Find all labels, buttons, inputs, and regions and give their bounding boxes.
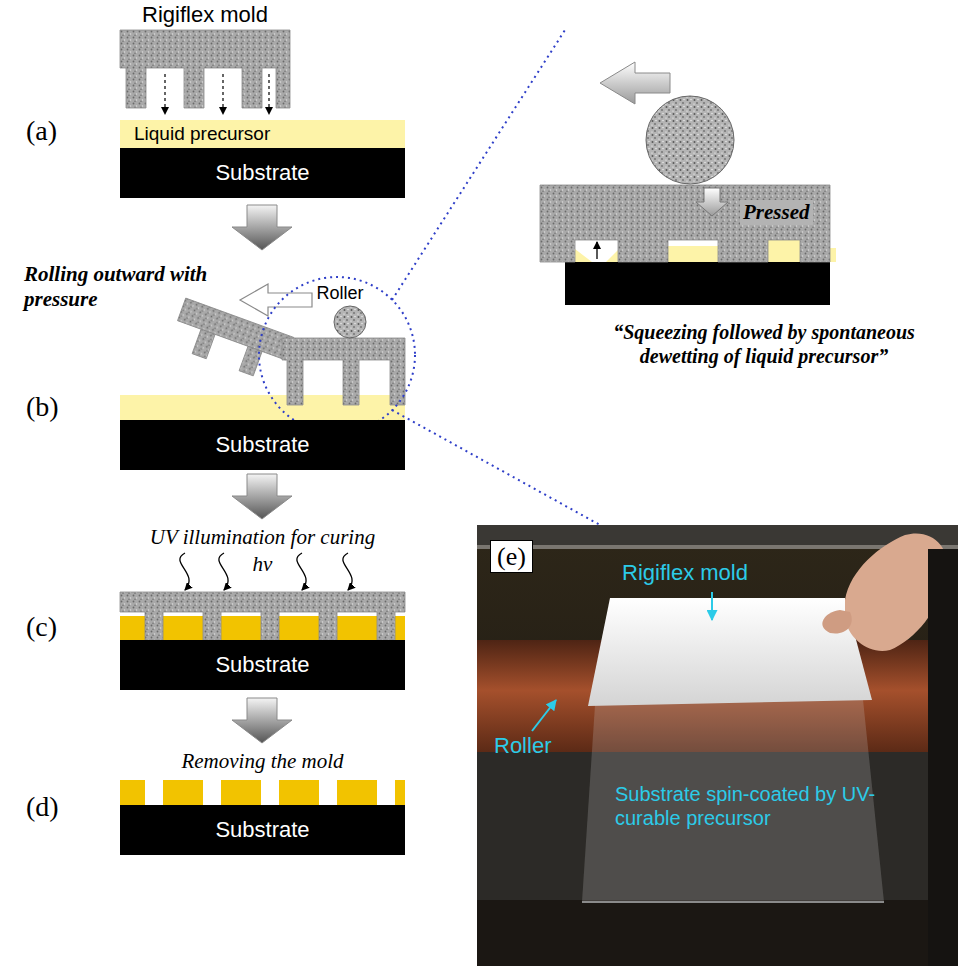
node-text: Substrate <box>215 160 309 185</box>
zoom-detail <box>646 96 734 184</box>
detail-caption: “Squeezing followed by spontaneous dewet… <box>575 320 953 368</box>
zoom-detail <box>565 262 830 305</box>
zoom-detail <box>540 62 836 305</box>
node-text: Substrate <box>215 817 309 842</box>
zoom-callout <box>392 30 565 300</box>
uv-rays <box>343 553 352 590</box>
step-caption: Rolling outward with pressure <box>24 262 214 312</box>
cured-pattern-c <box>163 616 203 640</box>
step-arrow <box>232 474 292 519</box>
step-caption: Removing the mold <box>100 749 425 774</box>
press-direction-arrow <box>164 74 165 114</box>
uv-rays <box>180 553 189 590</box>
mold-a <box>120 30 290 108</box>
mold-b <box>192 329 215 359</box>
zoom-detail <box>696 188 728 216</box>
apparatus-photo <box>928 549 958 966</box>
cured-pattern-d <box>120 780 145 805</box>
cured-pattern-d <box>395 780 405 805</box>
mold-b <box>239 346 262 376</box>
zoom-callout <box>392 410 600 525</box>
cured-pattern-c <box>337 616 377 640</box>
node-text: Substrate <box>215 652 309 677</box>
panel-letter: (a) <box>26 114 57 148</box>
zoom-detail <box>596 242 597 259</box>
photo-callout: Rigiflex mold <box>622 560 748 586</box>
panel-letter: (b) <box>26 390 59 424</box>
mold-b <box>169 298 405 405</box>
rolling-arrow <box>240 284 312 316</box>
photo-callout: Roller <box>494 733 551 759</box>
cured-pattern-d <box>120 780 405 805</box>
substrate-block: Substrate <box>120 640 405 690</box>
node-text: Liquid precursor <box>134 123 270 145</box>
panel-letter: (c) <box>26 610 57 644</box>
step-arrow <box>232 205 292 250</box>
cured-pattern-c <box>279 616 319 640</box>
roller-symbol <box>334 306 366 338</box>
substrate-block: Substrate <box>120 148 405 198</box>
apparatus-photo <box>588 598 872 706</box>
apparatus-photo <box>582 901 884 903</box>
precursor-layer: Liquid precursor <box>120 120 405 148</box>
uv-rays <box>297 553 306 590</box>
precursor-layer-b <box>120 395 405 420</box>
step-arrow <box>232 698 292 743</box>
press-direction-arrow <box>268 74 269 114</box>
mold-b <box>169 298 294 384</box>
mold-b <box>282 338 405 405</box>
photo-callout: Substrate spin-coated by UV-curable prec… <box>615 782 890 830</box>
cured-pattern-d <box>337 780 377 805</box>
cured-pattern-c <box>395 616 405 640</box>
mold-caption: Rigiflex mold <box>120 2 290 28</box>
press-direction-arrow <box>165 74 269 114</box>
step-caption: UV illumination for curing <box>100 525 425 550</box>
press-direction-arrow <box>222 74 223 114</box>
cured-pattern-c <box>221 616 261 640</box>
zoom-detail <box>575 249 592 262</box>
zoom-detail <box>830 248 836 262</box>
panel-letter: (e) <box>490 540 533 573</box>
cured-pattern-d <box>279 780 319 805</box>
zoom-detail <box>606 250 618 262</box>
zoom-detail <box>668 246 718 262</box>
zoom-detail <box>600 62 670 104</box>
apparatus-photo <box>822 610 851 633</box>
node-text: Substrate <box>215 432 309 457</box>
mold-c <box>120 592 405 640</box>
cured-pattern-d <box>221 780 261 805</box>
substrate-block: Substrate <box>120 420 405 470</box>
panel-letter: (d) <box>26 790 59 824</box>
cured-pattern-c <box>120 616 145 640</box>
precursor-layer-b <box>120 395 405 420</box>
apparatus-photo <box>711 592 713 620</box>
apparatus-photo <box>477 525 958 966</box>
uv-rays <box>219 553 228 590</box>
apparatus-photo <box>532 700 556 731</box>
part-name: Pressed <box>740 200 813 225</box>
zoom-detail <box>768 240 800 262</box>
roller-symbol <box>334 306 366 338</box>
zoom-callout <box>259 277 415 433</box>
apparatus-photo <box>477 900 958 966</box>
substrate-block: Substrate <box>120 805 405 855</box>
apparatus-photo <box>477 525 958 966</box>
mold-a <box>120 30 290 108</box>
cured-pattern-d <box>163 780 203 805</box>
part-name: Roller <box>300 284 380 304</box>
rolling-arrow <box>240 284 312 316</box>
apparatus-photo <box>477 525 958 547</box>
mold-c <box>120 592 405 640</box>
uv-rays <box>180 553 352 590</box>
photon-symbol: hν <box>240 552 285 577</box>
zoom-detail <box>540 185 830 262</box>
